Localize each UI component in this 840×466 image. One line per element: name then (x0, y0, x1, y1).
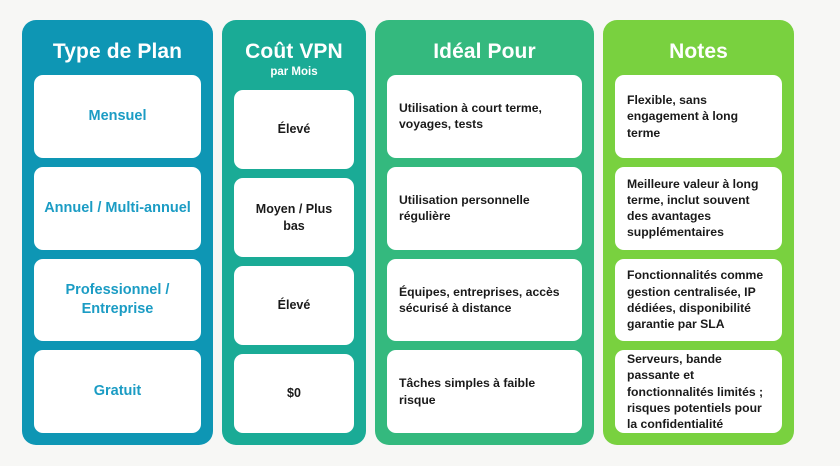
table-cell: Équipes, entreprises, accès sécurisé à d… (387, 258, 582, 342)
cell-text: Élevé (277, 298, 311, 313)
column-plan: Type de Plan Mensuel Annuel / Multi-annu… (22, 20, 213, 445)
cell-text: $0 (287, 386, 301, 401)
table-cell: Serveurs, bande passante et fonctionnali… (615, 350, 782, 433)
column-header-cost: Coût VPN par Mois (234, 28, 354, 90)
table-cell: Utilisation personnelle régulière (387, 166, 582, 250)
table-cell: Flexible, sans engagement à long terme (615, 75, 782, 158)
cell-text: Tâches simples à faible risque (399, 376, 536, 407)
table-cell: $0 (234, 354, 354, 433)
table-cell: Élevé (234, 90, 354, 170)
column-title-notes: Notes (669, 40, 728, 63)
column-notes: Notes Flexible, sans engagement à long t… (603, 20, 794, 445)
table-cell: Utilisation à court terme, voyages, test… (387, 75, 582, 158)
cell-text: Utilisation personnelle régulière (399, 192, 530, 224)
cell-text: Meilleure valeur à long terme, inclut so… (627, 176, 759, 240)
column-title-cost: Coût VPN (245, 40, 343, 63)
column-title-plan: Type de Plan (52, 40, 183, 63)
cell-text: Gratuit (93, 382, 142, 399)
table-cell: Meilleure valeur à long terme, inclut so… (615, 166, 782, 250)
column-cost: Coût VPN par Mois Élevé Moyen / Plus bas… (222, 20, 366, 445)
column-title-ideal: Idéal Pour (433, 40, 536, 63)
column-cards-plan: Mensuel Annuel / Multi-annuel Profession… (34, 75, 201, 433)
cell-text: Annuel / Multi-annuel (44, 199, 191, 216)
cell-text: Élevé (277, 122, 311, 137)
table-cell: Annuel / Multi-annuel (34, 166, 201, 250)
column-header-ideal: Idéal Pour (387, 28, 582, 75)
column-ideal: Idéal Pour Utilisation à court terme, vo… (375, 20, 594, 445)
cell-text: Moyen / Plus bas (255, 201, 333, 233)
table-cell: Élevé (234, 266, 354, 346)
table-cell: Tâches simples à faible risque (387, 350, 582, 433)
table-cell: Mensuel (34, 75, 201, 158)
column-cards-cost: Élevé Moyen / Plus bas Élevé $0 (234, 90, 354, 433)
table-cell: Fonctionnalités comme gestion centralisé… (615, 258, 782, 342)
cell-text: Utilisation à court terme, voyages, test… (399, 101, 542, 132)
cell-text: Professionnel / Entreprise (65, 281, 170, 317)
cell-text: Fonctionnalités comme gestion centralisé… (627, 268, 764, 332)
cell-text: Mensuel (88, 107, 147, 124)
table-cell: Professionnel / Entreprise (34, 258, 201, 342)
column-cards-ideal: Utilisation à court terme, voyages, test… (387, 75, 582, 433)
cell-text: Serveurs, bande passante et fonctionnali… (627, 352, 764, 431)
column-header-plan: Type de Plan (34, 28, 201, 75)
cell-text: Flexible, sans engagement à long terme (627, 93, 739, 140)
column-cards-notes: Flexible, sans engagement à long terme M… (615, 75, 782, 433)
column-subtitle-cost: par Mois (270, 66, 318, 79)
table-cell: Moyen / Plus bas (234, 178, 354, 258)
table-cell: Gratuit (34, 350, 201, 433)
cell-text: Équipes, entreprises, accès sécurisé à d… (399, 284, 560, 315)
column-header-notes: Notes (615, 28, 782, 75)
